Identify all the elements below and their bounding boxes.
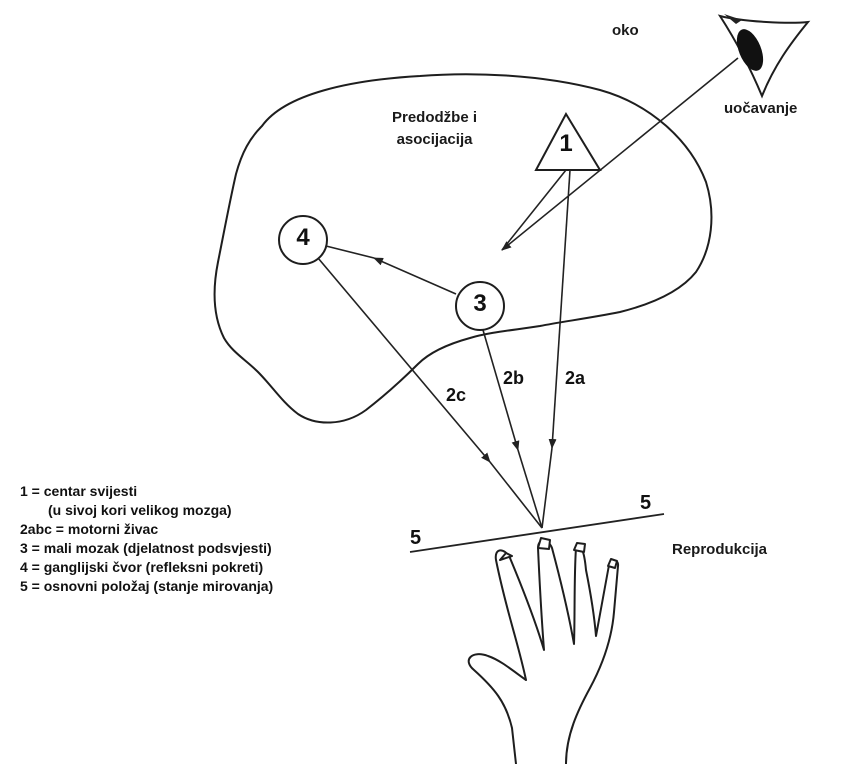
baseline-right-label: 5 [640, 492, 651, 515]
node-1-label: 1 [546, 130, 586, 158]
baseline-left-label: 5 [410, 527, 421, 550]
arrow-1-to-brain [502, 170, 566, 250]
hand-icon [469, 538, 618, 764]
path-2a [552, 170, 570, 448]
arrow-eye-to-brain [502, 58, 738, 250]
path-2a-label: 2a [565, 368, 585, 389]
legend-item-1: 1 = centar svijesti [20, 482, 273, 501]
path-2b-ext [518, 450, 542, 528]
ideas-association-label: Predodžbe i asocijacija [392, 107, 477, 151]
legend-item-3: 3 = mali mozak (djelatnost podsvjesti) [20, 539, 273, 558]
eye-label: oko [612, 22, 639, 39]
path-2c-label: 2c [446, 385, 466, 406]
path-2b [483, 330, 518, 450]
ideas-label-line-1: Predodžbe i [392, 107, 477, 129]
reproduction-label: Reprodukcija [672, 541, 767, 558]
path-2a-ext [542, 448, 552, 528]
legend-item-2: 2abc = motorni živac [20, 520, 273, 539]
path-2c-ext [490, 462, 542, 528]
ideas-label-line-2: asocijacija [392, 129, 477, 151]
arrow-4-to-3 [326, 246, 374, 258]
node-4-label: 4 [283, 224, 323, 252]
path-2b-label: 2b [503, 368, 524, 389]
legend: 1 = centar svijesti (u sivoj kori veliko… [20, 482, 273, 596]
baseline-5 [410, 514, 664, 552]
node-3-label: 3 [460, 290, 500, 318]
eye-icon [720, 14, 808, 96]
legend-item-1-detail: (u sivoj kori velikog mozga) [20, 501, 273, 520]
legend-item-4: 4 = ganglijski čvor (refleksni pokreti) [20, 558, 273, 577]
perception-label: uočavanje [724, 100, 797, 117]
legend-item-5: 5 = osnovni položaj (stanje mirovanja) [20, 577, 273, 596]
arrow-3-to-4 [374, 258, 456, 294]
